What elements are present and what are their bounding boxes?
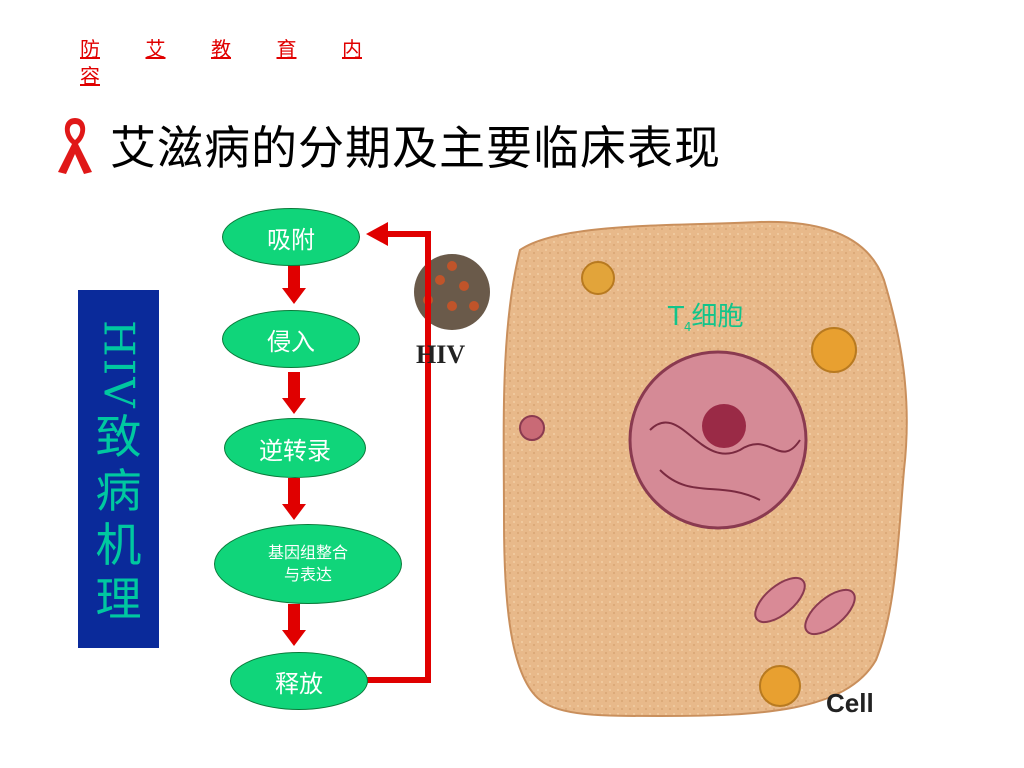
step-attachment: 吸附 [222,208,360,266]
mitochondrion [754,576,806,624]
organelle [759,665,801,707]
top-link-char: 容 [80,64,100,88]
flow-arrows [282,262,306,646]
top-link-char: 防 [80,37,100,61]
hiv-label: HIV [416,340,466,369]
side-box-chars: 致 病 机 理 [95,409,142,626]
t4-main: T [668,302,684,332]
step-release: 释放 [230,652,368,710]
title-row: 艾滋病的分期及主要临床表现 [52,112,721,178]
step-genome-integration: 基因组整合 与表达 [214,524,402,604]
page-title: 艾滋病的分期及主要临床表现 [110,121,721,175]
organelle [811,327,857,373]
step-label: 侵入 [267,327,315,356]
step-label: 基因组整合 与表达 [267,543,348,584]
top-link-char: 教 [211,37,231,61]
cell-label: Cell [826,688,874,718]
t4-cell-label: T4细胞 [668,296,744,334]
step-reverse-transcription: 逆转录 [224,418,366,478]
t4-sub: 4 [683,320,692,335]
organelle [519,415,545,441]
aids-ribbon-icon [58,118,92,174]
step-label: 释放 [275,669,323,698]
t4-rest: 细胞 [691,302,744,332]
side-box-latin: HIV [94,320,144,410]
hiv-mechanism-box: HIV 致 病 机 理 [78,290,159,648]
nucleolus [702,404,746,448]
top-link-char: 内 [342,37,362,61]
top-link-char: 育 [276,37,297,61]
mitochondrion [804,588,856,636]
step-label: 吸附 [267,225,315,254]
top-link[interactable]: 防 艾 教 育 内 容 [80,36,362,90]
return-arrow [360,222,431,683]
step-label: 逆转录 [259,436,331,465]
top-link-char: 艾 [145,37,166,61]
organelle [581,261,615,295]
step-entry: 侵入 [222,310,360,368]
